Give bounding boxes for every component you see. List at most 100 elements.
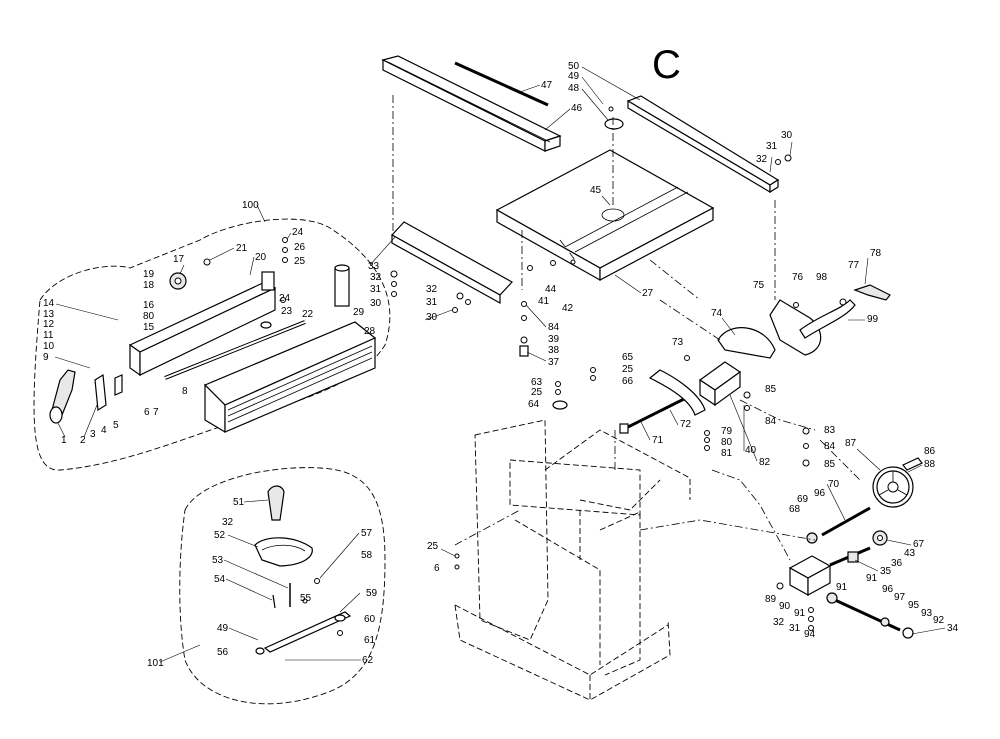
callout-label: 76 <box>792 272 804 283</box>
callout-label: 67 <box>913 539 925 550</box>
callout-label: 49 <box>568 71 580 82</box>
callout-label: 66 <box>622 376 634 387</box>
callout-label: 12 <box>43 319 55 330</box>
cam-2-3-4 <box>94 373 123 412</box>
callout-label: 38 <box>548 345 560 356</box>
gear-67 <box>872 530 888 546</box>
trunnion-block-82 <box>698 361 742 407</box>
callout-label: 25 <box>531 387 543 398</box>
handwheel-88 <box>872 466 914 508</box>
callout-label: 84 <box>548 322 560 333</box>
callout-label: 71 <box>652 435 664 446</box>
callout-label: 23 <box>281 306 293 317</box>
callout-label: 22 <box>302 309 314 320</box>
fence-body-20 <box>128 271 277 377</box>
callout-label: 19 <box>143 269 155 280</box>
callout-label: 11 <box>43 330 54 341</box>
callout-label: 7 <box>153 407 159 418</box>
cabinet-stand <box>454 419 691 701</box>
callout-label: 33 <box>368 261 380 272</box>
callout-label: 31 <box>370 284 382 295</box>
callout-label: 51 <box>233 497 245 508</box>
hardware-bits <box>203 154 847 570</box>
bolt-71 <box>619 394 691 434</box>
screw-58 <box>314 578 320 584</box>
miter-body-52 <box>254 537 313 567</box>
callout-label: 15 <box>143 322 155 333</box>
callout-label: 84 <box>765 416 777 427</box>
callout-label: 13 <box>43 309 55 320</box>
callout-label: 43 <box>904 548 916 559</box>
callout-label: 77 <box>848 260 860 271</box>
callout-label: 31 <box>766 141 778 152</box>
assembly-axis-lines <box>392 95 861 561</box>
shaft-96 <box>834 598 901 632</box>
bracket-90 <box>788 555 832 597</box>
callout-label: 49 <box>217 623 229 634</box>
washer-60 <box>334 614 346 622</box>
callout-label: 6 <box>434 563 440 574</box>
callout-label: 86 <box>924 446 936 457</box>
callout-label: 42 <box>562 303 574 314</box>
callout-label: 24 <box>279 293 291 304</box>
lock-lever-78 <box>853 284 891 301</box>
callout-label: 97 <box>894 592 906 603</box>
callout-label: 91 <box>866 573 878 584</box>
trunnion-bracket-72 <box>648 369 706 416</box>
callout-label: 24 <box>292 227 304 238</box>
callout-label: 93 <box>921 608 933 619</box>
post-29 <box>334 264 350 307</box>
callout-label: 70 <box>828 479 840 490</box>
callout-label: 41 <box>538 296 550 307</box>
callout-label: 55 <box>300 593 312 604</box>
callout-label: 92 <box>933 615 945 626</box>
callout-label: 8 <box>182 386 188 397</box>
callout-label: 48 <box>568 83 580 94</box>
callout-label: 69 <box>797 494 809 505</box>
gear-91 <box>826 592 838 604</box>
callout-label: 74 <box>711 308 723 319</box>
callout-label: 99 <box>867 314 879 325</box>
callout-label: 101 <box>147 658 164 669</box>
front-bracket-33 <box>391 221 513 305</box>
callout-label: 65 <box>622 352 634 363</box>
table-insert-48 <box>604 106 624 130</box>
callout-label: 10 <box>43 341 55 352</box>
callout-label: 39 <box>548 334 560 345</box>
pin-55 <box>302 598 308 604</box>
rail-scale-47 <box>454 61 549 107</box>
callout-label: 20 <box>255 252 267 263</box>
front-rail-46 <box>381 55 562 152</box>
callout-label: 83 <box>824 425 836 436</box>
callout-label: 44 <box>545 284 557 295</box>
callout-label: 21 <box>236 243 248 254</box>
callout-label: 75 <box>753 280 765 291</box>
callout-label: 32 <box>222 517 234 528</box>
rear-rail-50 <box>626 95 780 194</box>
callout-label: 9 <box>43 352 49 363</box>
callout-label: 62 <box>362 655 374 666</box>
callout-label: 50 <box>568 61 580 72</box>
arm-98 <box>799 299 856 339</box>
miter-handle-51 <box>267 485 285 521</box>
callout-label: 34 <box>947 623 959 634</box>
handle-86 <box>902 457 923 471</box>
callout-label: 18 <box>143 280 155 291</box>
callout-label: 91 <box>794 608 806 619</box>
nut-61 <box>337 630 343 636</box>
callout-label: 46 <box>571 103 583 114</box>
callout-label: 84 <box>824 441 836 452</box>
callout-label: 90 <box>779 601 791 612</box>
callout-label: 4 <box>101 425 107 436</box>
callout-label: 25 <box>622 364 634 375</box>
shaft-70 <box>821 506 871 537</box>
callout-label: 68 <box>789 504 801 515</box>
callout-label: 37 <box>548 357 560 368</box>
callout-label: 73 <box>672 337 684 348</box>
callout-labels: 50 49 48 47 46 30 31 32 45 100 24 26 25 … <box>43 61 959 669</box>
bushing-36 <box>847 551 859 563</box>
washer-56 <box>255 647 265 655</box>
callout-label: 85 <box>824 459 836 470</box>
miter-bar-62 <box>263 611 352 653</box>
